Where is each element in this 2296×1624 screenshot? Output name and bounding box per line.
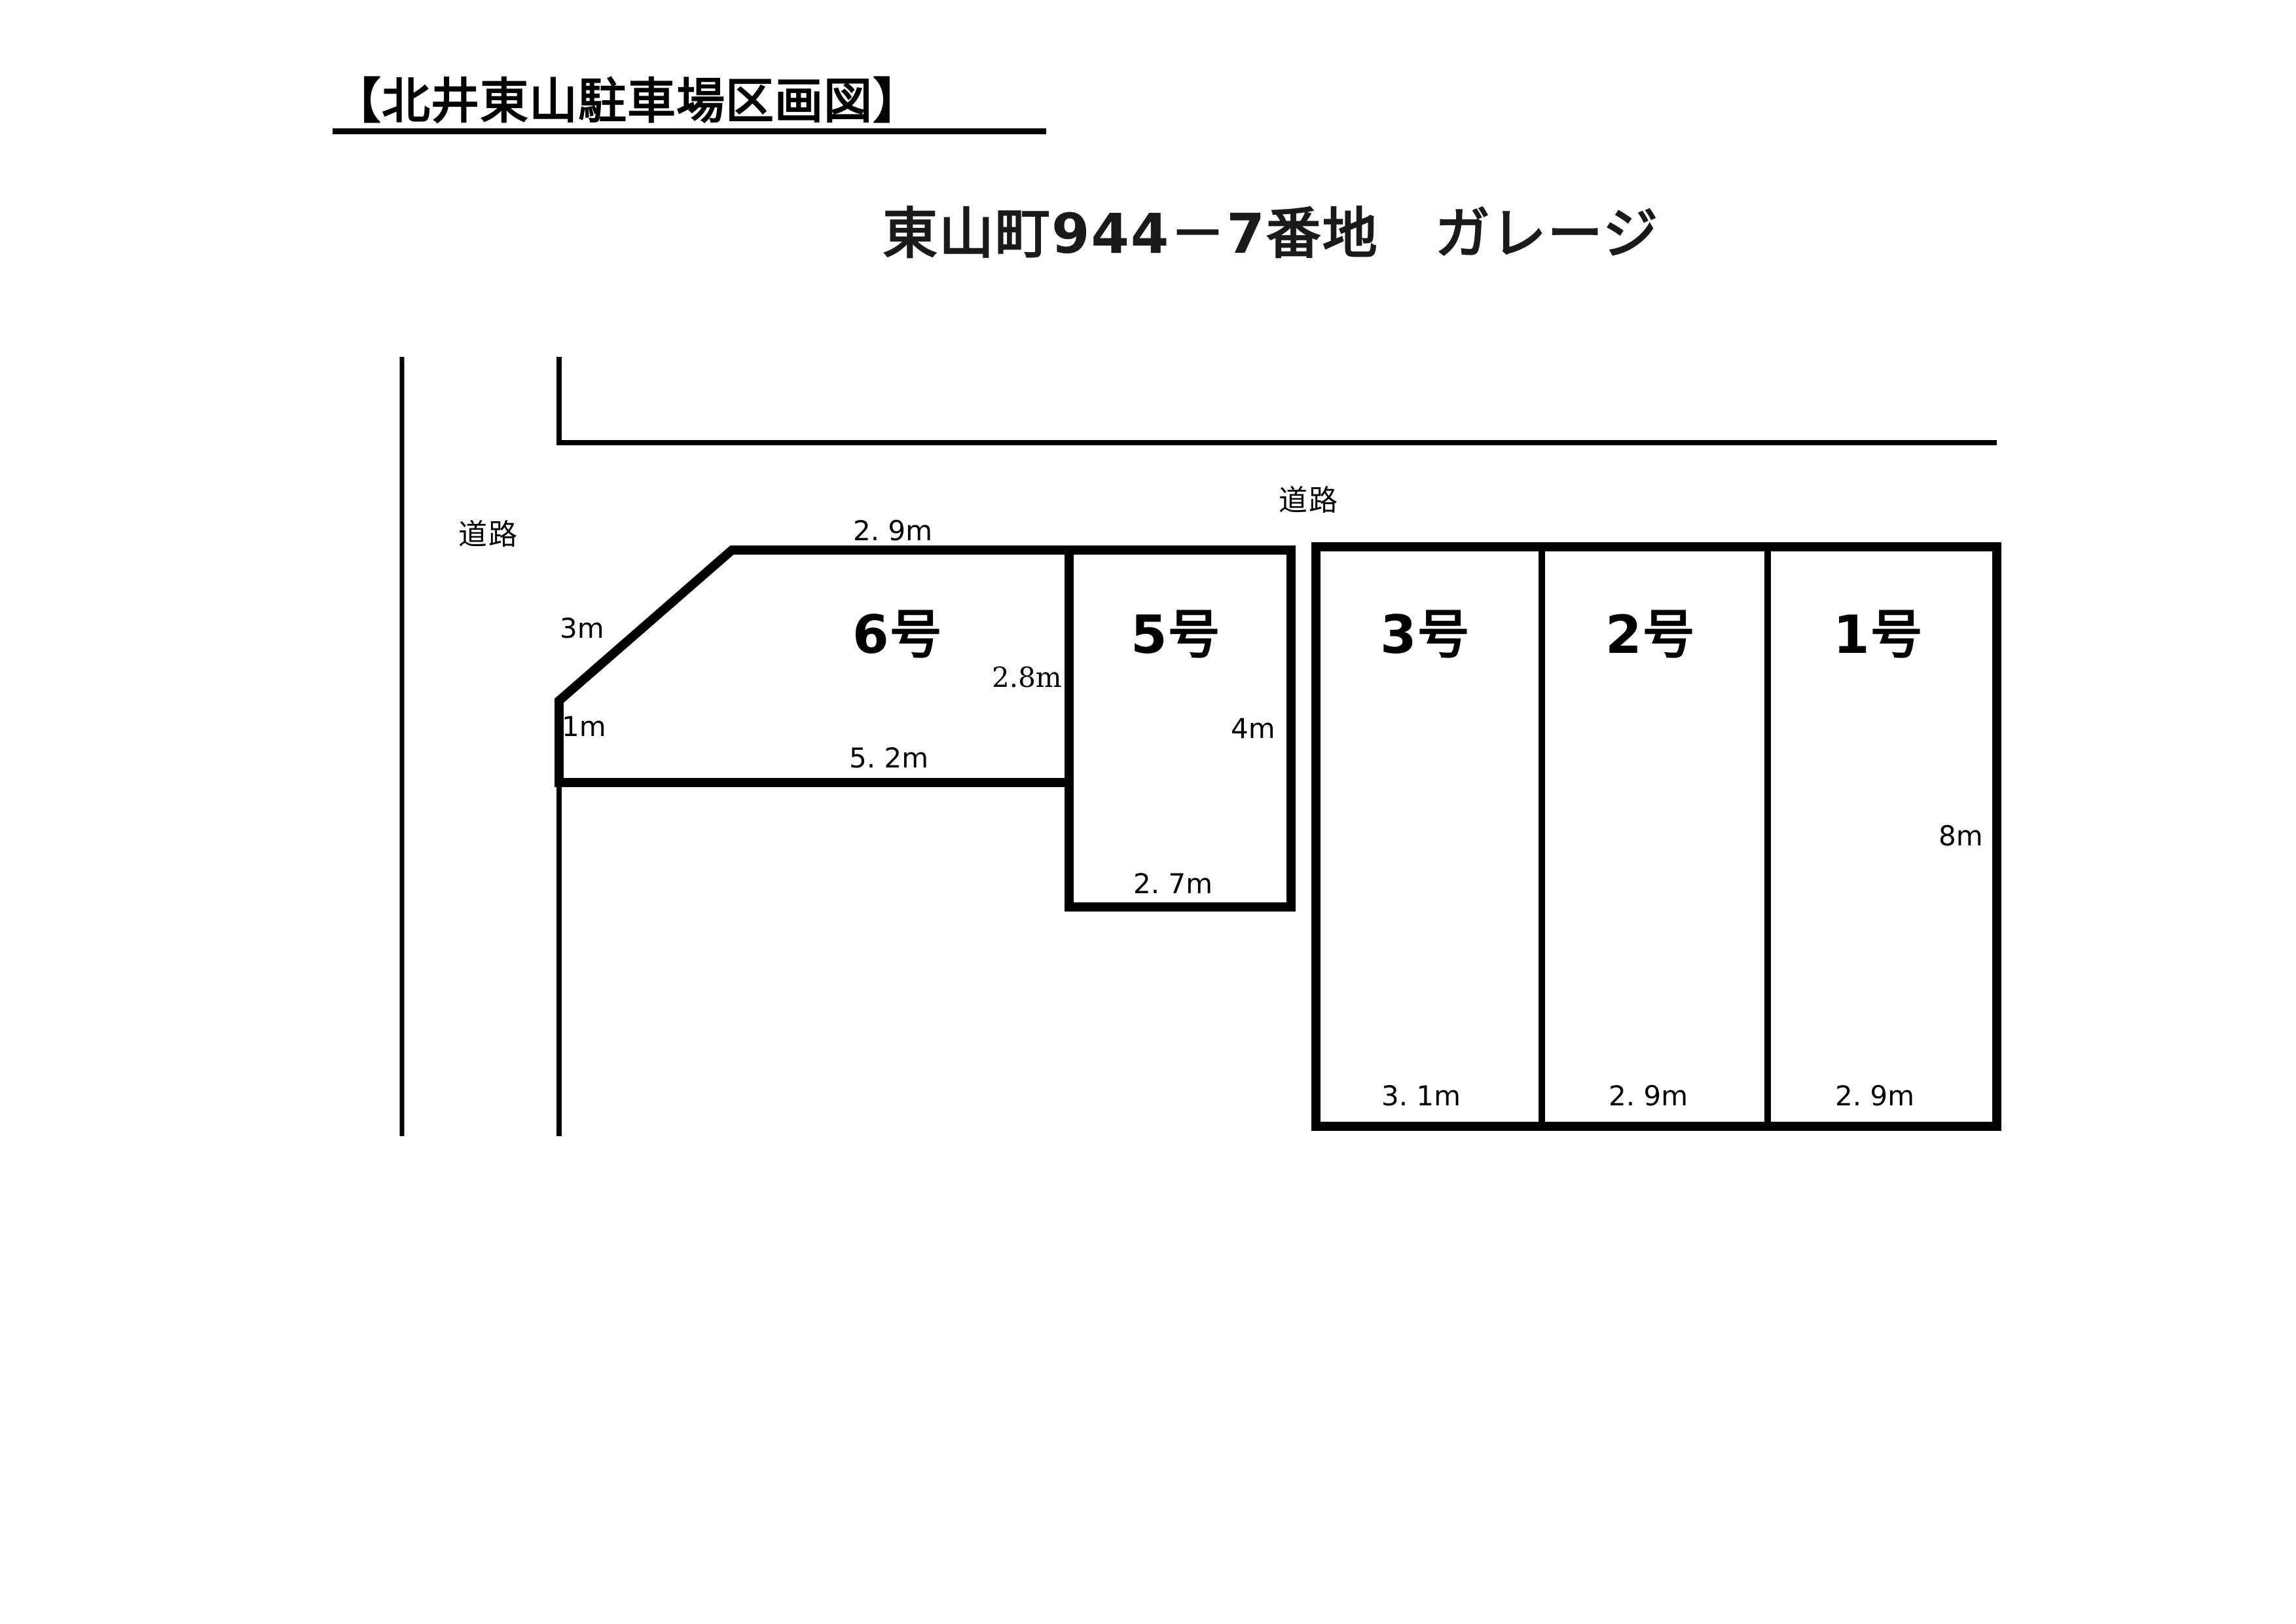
dimension-lot6-right: 2.8m bbox=[992, 661, 1062, 693]
page-subtitle: 東山町944－7番地 ガレージ bbox=[883, 202, 1660, 266]
north-road-boundary-line bbox=[556, 357, 1997, 445]
dimension-lot5-bottom: 2. 7m bbox=[1133, 868, 1213, 900]
dimension-lot3-bottom: 3. 1m bbox=[1381, 1080, 1461, 1112]
stall-label-3: 3号 bbox=[1380, 604, 1470, 665]
stall-label-5: 5号 bbox=[1131, 604, 1221, 665]
dimension-lot1-bottom: 2. 9m bbox=[1835, 1080, 1915, 1112]
dimension-lot2-bottom: 2. 9m bbox=[1609, 1080, 1688, 1112]
lot-5-outline bbox=[1065, 545, 1296, 912]
right-block-outline bbox=[1311, 542, 2001, 1131]
dimension-lot6-bottom: 5. 2m bbox=[849, 742, 929, 774]
stall-label-6: 6号 bbox=[852, 604, 943, 665]
north-road-label: 道路 bbox=[1279, 484, 1339, 517]
page-title: 【北井東山駐車場区画図】 bbox=[333, 73, 922, 130]
stall-label-1: 1号 bbox=[1833, 604, 1923, 665]
west-road-label: 道路 bbox=[458, 518, 519, 551]
dimension-lot6-diagonal: 3m bbox=[560, 612, 604, 644]
dimension-right-block-depth: 8m bbox=[1939, 820, 1983, 852]
dimension-lot6-top: 2. 9m bbox=[853, 515, 933, 547]
dimension-lot6-left-vertical: 1m bbox=[562, 710, 606, 743]
dimension-lot5-right: 4m bbox=[1231, 712, 1275, 745]
stall-label-2: 2号 bbox=[1605, 604, 1696, 665]
title-underline bbox=[333, 128, 1046, 134]
